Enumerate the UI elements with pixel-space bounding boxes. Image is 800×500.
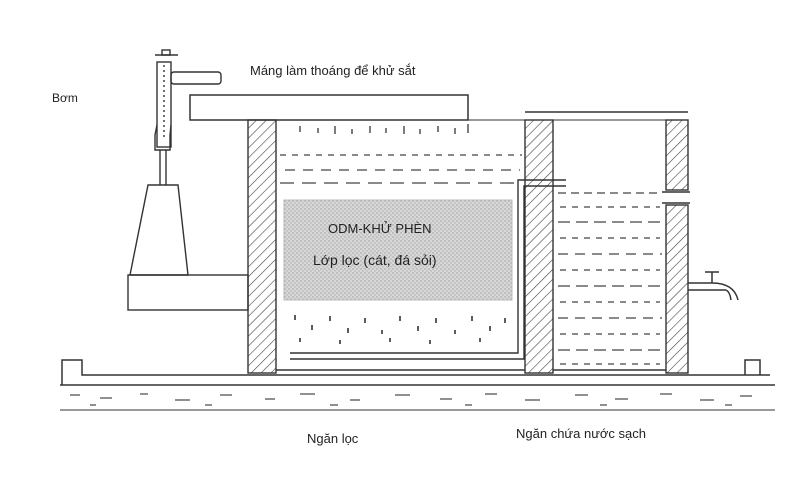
filter-layer <box>283 199 513 301</box>
clean-water-chamber-label: Ngăn chứa nước sạch <box>516 426 646 441</box>
pump <box>127 49 249 311</box>
filter-chamber-walls <box>247 111 689 374</box>
collector-pipe <box>290 179 566 360</box>
aeration-drops <box>299 124 469 134</box>
filter-water <box>280 154 522 184</box>
clean-water <box>558 192 662 365</box>
ground-marks <box>70 393 752 406</box>
ground <box>60 359 775 411</box>
filter-chamber-label: Ngăn lọc <box>307 431 359 446</box>
overflow-pipe <box>662 191 690 204</box>
filter-layer-label: Lớp lọc (cát, đá sỏi) <box>313 252 437 268</box>
pump-label: Bơm <box>52 91 78 105</box>
tap-icon <box>688 271 739 301</box>
gravel-layer <box>294 315 506 344</box>
aeration-trough <box>189 94 469 121</box>
odm-layer-label: ODM-KHỬ PHÈN <box>328 221 432 236</box>
aeration-trough-label: Máng làm thoáng để khử sắt <box>250 63 416 78</box>
